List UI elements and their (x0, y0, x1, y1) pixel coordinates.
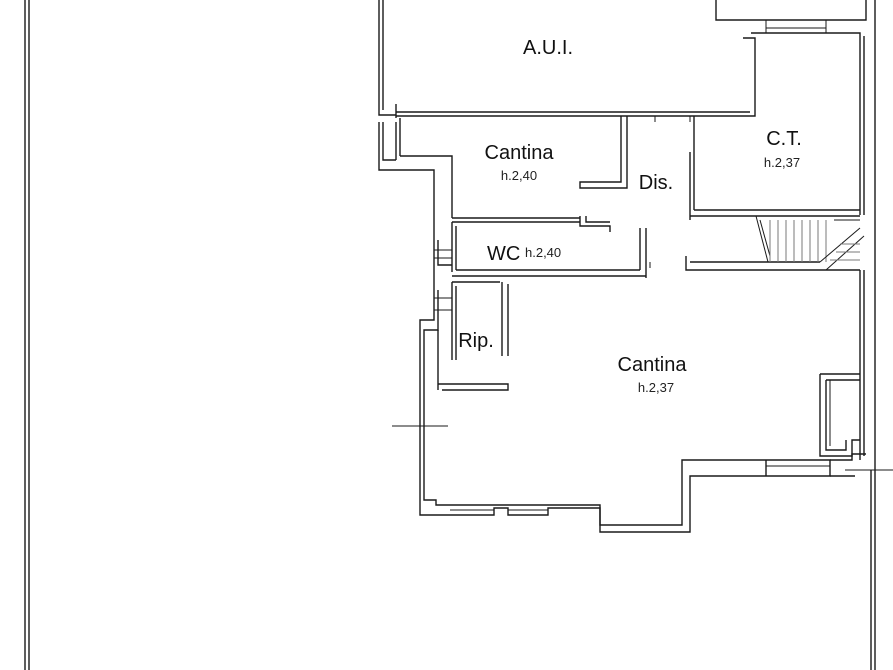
room-cantina-lower-name: Cantina (618, 354, 688, 376)
room-cantina-upper-height: h.2,40 (501, 168, 537, 183)
room-ct-height: h.2,37 (764, 155, 800, 170)
room-cantina-lower-height: h.2,37 (638, 380, 674, 395)
stair (685, 215, 865, 271)
room-aui-name: A.U.I. (523, 37, 573, 59)
room-ct-walls (654, 36, 865, 220)
room-ct-name: C.T. (766, 128, 802, 150)
room-wc-walls (451, 216, 651, 278)
left-outer-wall (419, 240, 500, 516)
room-cantina-upper-name: Cantina (485, 142, 555, 164)
room-wc-height: h.2,40 (525, 245, 561, 260)
room-rip-name: Rip. (458, 330, 494, 352)
crosshair-mark (392, 404, 448, 446)
room-cantina-lower-walls (450, 270, 866, 533)
room-wc-name: WC (487, 243, 520, 265)
site-boundaries (24, 0, 893, 670)
room-rip-walls (437, 282, 509, 391)
room-aui-walls (378, 0, 867, 118)
room-labels: A.U.I. Cantina h.2,40 C.T. h.2,37 Dis. W… (458, 37, 802, 395)
room-cantina-upper-walls (378, 116, 628, 240)
room-dis-name: Dis. (639, 172, 673, 194)
